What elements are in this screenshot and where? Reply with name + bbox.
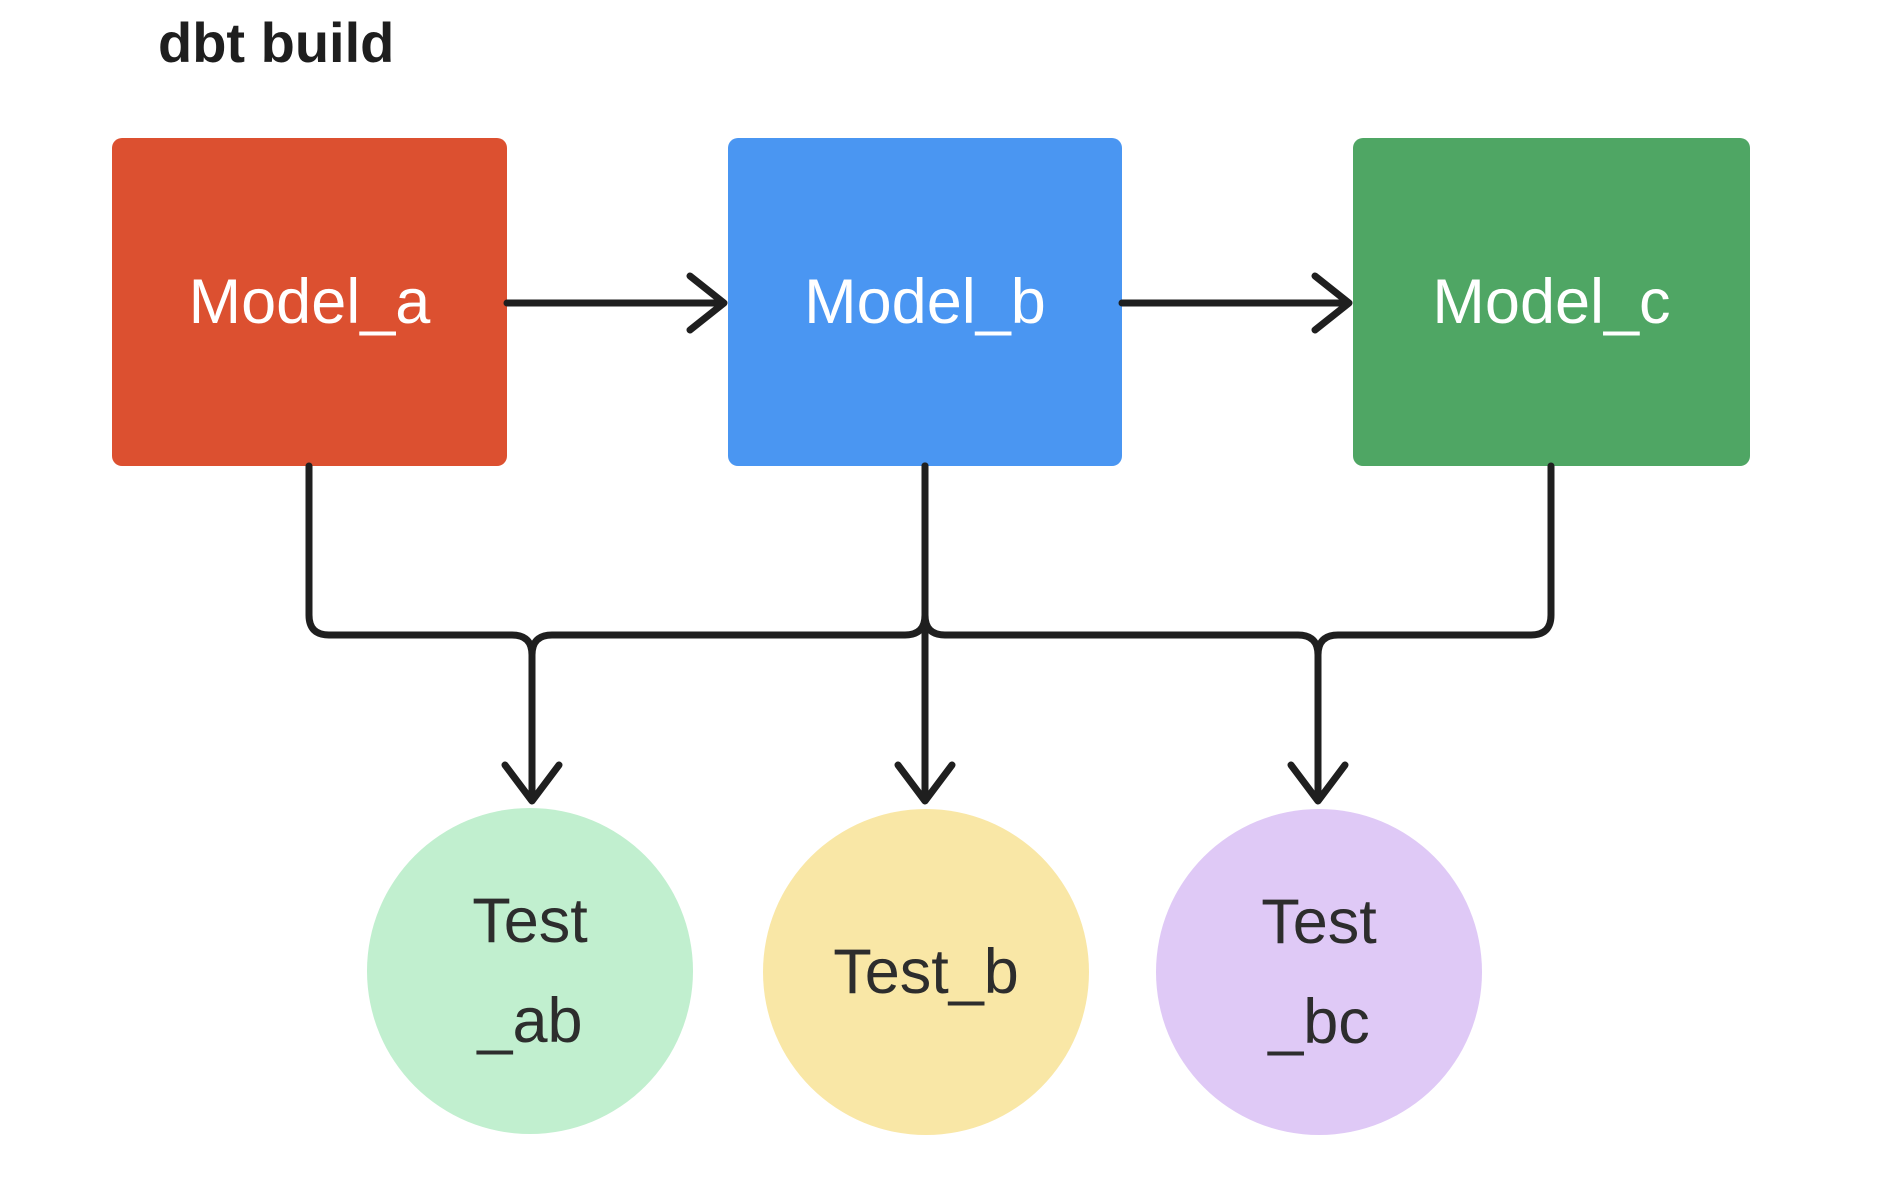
edge-model-b-to-test-bc-arrow	[921, 462, 1322, 802]
node-model-c-label: Model_c	[1432, 267, 1671, 337]
diagram-title: dbt build	[158, 11, 395, 74]
node-test-ab-label: Test _ab	[472, 886, 588, 1056]
node-test-b-label: Test_b	[833, 937, 1019, 1007]
edge-model-b-to-test-ab-arrow	[528, 462, 929, 802]
node-test-ab: Test _ab	[367, 808, 693, 1134]
edge-model-a-to-test-ab-arrow	[305, 462, 563, 805]
edge-model-c-to-test-bc-arrow	[1287, 462, 1555, 805]
node-test-b: Test_b	[763, 809, 1089, 1135]
node-test-bc: Test _bc	[1156, 809, 1482, 1135]
node-model-b-label: Model_b	[804, 267, 1046, 337]
node-model-c: Model_c	[1353, 138, 1750, 466]
edge-model-b-to-model-c-arrow	[1118, 272, 1353, 334]
node-model-b: Model_b	[728, 138, 1122, 466]
node-model-a-label: Model_a	[188, 267, 431, 337]
edge-model-b-to-test-b-arrow	[894, 462, 956, 805]
edge-model-a-to-model-b-arrow	[503, 272, 728, 334]
node-model-a: Model_a	[112, 138, 507, 466]
node-test-bc-label: Test _bc	[1261, 887, 1377, 1057]
